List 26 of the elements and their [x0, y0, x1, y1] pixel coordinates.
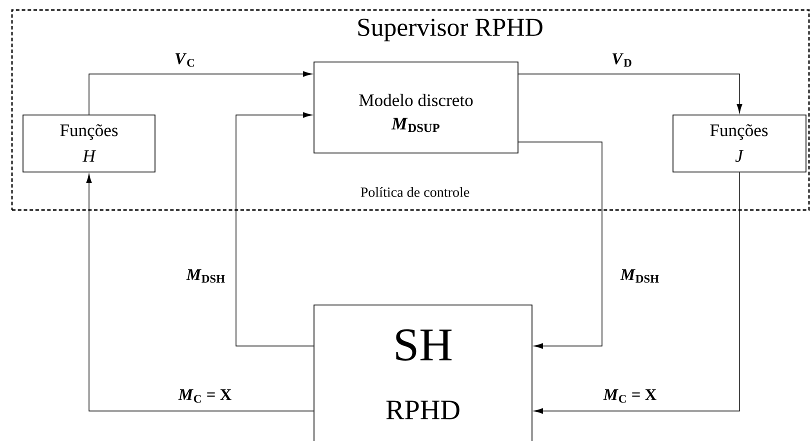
arrow: [88, 71, 312, 115]
model-box: [314, 62, 518, 154]
edge-label: M$_{DSH}$: [185, 268, 227, 284]
title: Supervisor RPHD: [358, 18, 542, 42]
box-heading: Modelo discreto: [359, 94, 473, 106]
box-heading: Funções: [710, 124, 768, 140]
arrow: [236, 112, 314, 346]
variable-text: H: [82, 150, 96, 162]
system-subtitle: RPHD: [386, 400, 460, 420]
edge-label: M$_{C}$ = X: [602, 388, 658, 404]
system-name: SH: [396, 329, 452, 361]
function-box: [672, 114, 806, 172]
model-symbol: M$_{DSUP}$: [391, 118, 440, 132]
edge-label: M$_{DSH}$: [619, 268, 661, 284]
edge-label: M$_{C}$ = X: [177, 388, 233, 404]
edge-label: V$_{C}$: [173, 52, 197, 68]
arrow: [534, 172, 740, 414]
system-box: [314, 304, 532, 441]
variable-text: J: [735, 150, 744, 162]
arrow: [518, 74, 742, 113]
function-box: [22, 114, 156, 172]
arrow: [518, 142, 602, 349]
caption-text: Política de controle: [360, 187, 470, 197]
arrow: [86, 174, 314, 412]
edge-label: V$_{D}$: [610, 52, 634, 68]
box-heading: Funções: [60, 124, 118, 140]
